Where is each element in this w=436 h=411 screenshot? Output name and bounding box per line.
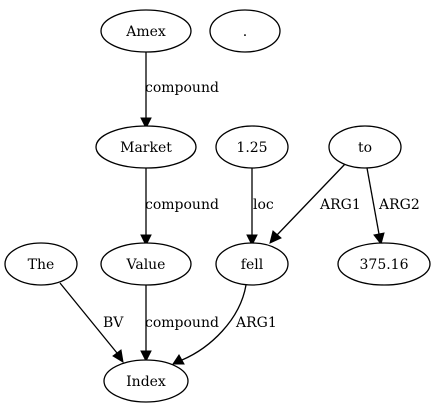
node-label: . [243, 24, 247, 40]
node-1-25: 1.25 [215, 125, 289, 169]
node-label: 1.25 [236, 140, 267, 156]
node-label: to [358, 140, 372, 156]
edge-label: ARG1 [319, 197, 361, 213]
edge-the-index: BV [59, 282, 124, 363]
node-fell: fell [215, 242, 289, 286]
edge-125-fell: loc [246, 168, 274, 247]
edge-label: ARG2 [378, 197, 420, 213]
node-label: 375.16 [360, 257, 409, 273]
edge-value-index: compound [140, 285, 219, 363]
edge-amex-market: compound [140, 52, 219, 130]
edge-market-value: compound [140, 168, 219, 247]
node-amex: Amex [100, 9, 192, 53]
node-label: fell [241, 257, 264, 273]
edge-to-fell: ARG1 [269, 162, 361, 244]
edge-label: BV [103, 315, 124, 331]
node-label: Index [126, 374, 166, 390]
edge-label: ARG1 [235, 315, 277, 331]
node-period: . [209, 9, 281, 53]
node-value: Value [100, 242, 192, 286]
edge-fell-index: ARG1 [172, 284, 277, 365]
node-label: Value [126, 257, 166, 273]
edge-label: compound [145, 197, 219, 213]
node-the: The [4, 242, 78, 286]
node-index: Index [103, 359, 189, 403]
edge-label: compound [145, 80, 219, 96]
edge-label: compound [145, 315, 219, 331]
node-market: Market [95, 125, 197, 169]
node-label: Market [120, 140, 172, 156]
edge-to-37516: ARG2 [366, 167, 420, 246]
edge-label: loc [253, 197, 274, 213]
node-label: Amex [125, 24, 166, 40]
node-375-16: 375.16 [337, 242, 431, 286]
node-label: The [28, 257, 55, 273]
node-to: to [328, 125, 402, 169]
